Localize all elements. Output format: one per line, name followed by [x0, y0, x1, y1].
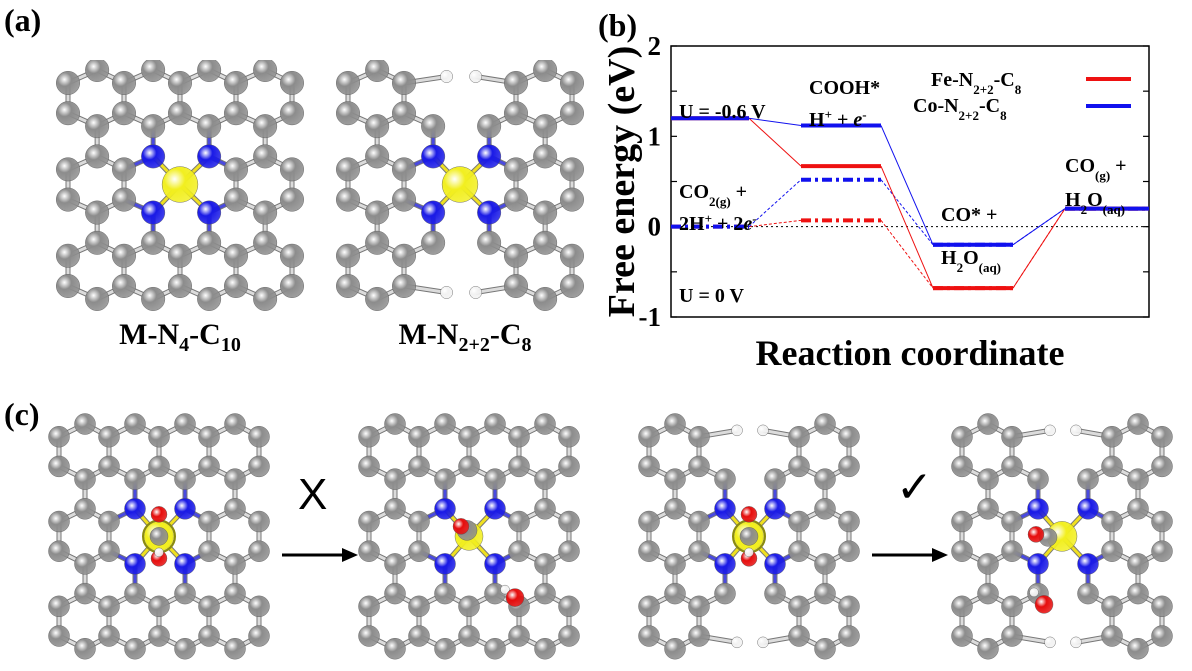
reaction-arrow-left	[282, 548, 358, 562]
caption-m-n2p2-c8: M-N2+2-C8	[398, 318, 532, 356]
reaction-arrow-right	[872, 548, 948, 562]
structure-m-n2p2-c8	[336, 60, 584, 311]
svg-text:H2O(aq): H2O(aq)	[1065, 189, 1125, 217]
svg-text:Co-N2+2-C8: Co-N2+2-C8	[913, 95, 1007, 123]
svg-text:Fe-N2+2-C8: Fe-N2+2-C8	[931, 69, 1022, 97]
svg-text:H2O(aq): H2O(aq)	[941, 247, 1001, 275]
svg-text:2H+ + 2e-: 2H+ + 2e-	[679, 211, 757, 236]
svg-text:CO* +: CO* +	[941, 204, 997, 226]
svg-text:U = -0.6 V: U = -0.6 V	[679, 101, 766, 123]
svg-text:2: 2	[648, 31, 662, 61]
svg-text:COOH*: COOH*	[809, 77, 880, 99]
panel-label-a: (a)	[4, 2, 42, 38]
structure-c-co-n4	[358, 413, 580, 660]
svg-text:-1: -1	[639, 302, 662, 332]
structure-m-n4-c10	[56, 60, 304, 311]
x-mark: X	[298, 470, 328, 519]
svg-text:Free energy (eV): Free energy (eV)	[601, 46, 643, 317]
svg-text:H+ + e-: H+ + e-	[809, 107, 867, 132]
svg-text:1: 1	[648, 121, 662, 151]
svg-text:CO(g) +: CO(g) +	[1065, 155, 1127, 183]
svg-text:0: 0	[648, 212, 662, 242]
svg-text:(b): (b)	[598, 7, 637, 43]
svg-text:Reaction coordinate: Reaction coordinate	[756, 333, 1065, 373]
svg-text:CO2(g) +: CO2(g) +	[679, 181, 747, 209]
structure-c-co-n2p2	[951, 413, 1173, 660]
check-mark: ✓	[896, 462, 933, 513]
structure-c-cooh-n4	[48, 413, 270, 660]
caption-m-n4-c10: M-N4-C10	[119, 318, 241, 356]
structure-c-cooh-n2p2	[638, 413, 860, 660]
panel-label-c: (c)	[4, 396, 40, 432]
svg-text:U = 0 V: U = 0 V	[679, 285, 744, 307]
